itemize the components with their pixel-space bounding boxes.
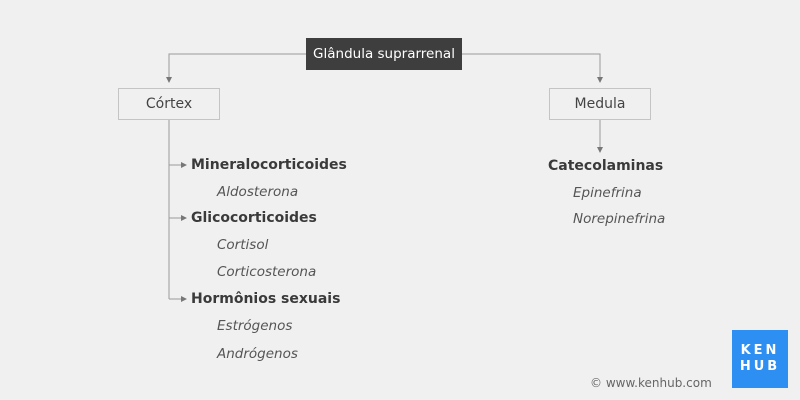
cortex-item-androgenos: Andrógenos — [217, 346, 298, 362]
cortex-group-heading-glicocorticoides: Glicocorticoides — [191, 210, 317, 226]
medula-node: Medula — [549, 88, 651, 120]
cortex-label: Córtex — [145, 96, 193, 112]
copyright-text: © www.kenhub.com — [590, 376, 712, 390]
medula-item-epinefrina: Epinefrina — [573, 185, 642, 201]
cortex-group-heading-hormonios-sexuais: Hormônios sexuais — [191, 291, 341, 307]
logo-line-1: KEN — [740, 343, 780, 358]
cortex-node: Córtex — [118, 88, 220, 120]
kenhub-logo[interactable]: KEN HUB — [732, 330, 788, 388]
connector-root-to-cortex — [166, 53, 306, 83]
root-label: Glândula suprarrenal — [313, 46, 455, 62]
medula-item-norepinefrina: Norepinefrina — [573, 211, 666, 227]
medula-group-heading-catecolaminas: Catecolaminas — [548, 158, 664, 174]
logo-line-2: HUB — [739, 359, 781, 374]
cortex-item-cortisol: Cortisol — [217, 237, 269, 253]
cortex-item-estrogenos: Estrógenos — [217, 318, 293, 334]
cortex-item-corticosterona: Corticosterona — [217, 264, 317, 280]
medula-label: Medula — [574, 96, 626, 112]
cortex-group-heading-mineralocorticoides: Mineralocorticoides — [191, 157, 347, 173]
cortex-item-aldosterona: Aldosterona — [217, 184, 299, 200]
root-node: Glândula suprarrenal — [306, 38, 462, 70]
connector-root-to-medula — [462, 53, 603, 83]
